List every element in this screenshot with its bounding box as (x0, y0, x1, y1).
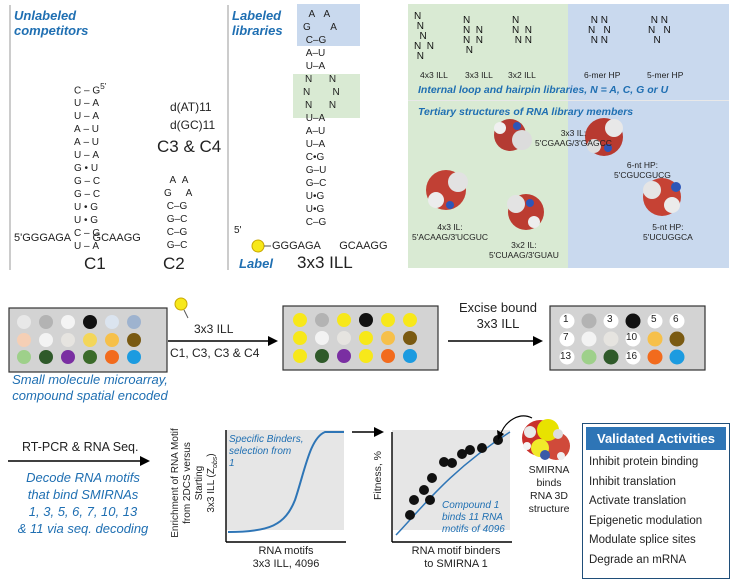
validated-activities-box: Validated Activities Inhibit protein bin… (582, 423, 730, 579)
lib-6mer: 6-mer HP (584, 70, 621, 80)
hit-1: 1 (563, 314, 569, 325)
activity-item: Degrade an mRNA (589, 553, 687, 566)
c1-label: C1 (84, 254, 106, 273)
plot2-xlabel: RNA motif binders to SMIRNA 1 (411, 545, 501, 570)
activity-item: Inhibit translation (589, 475, 676, 488)
microarray-left (8, 307, 168, 373)
validated-activities-title: Validated Activities (586, 427, 726, 450)
hit-5: 5 (651, 314, 657, 325)
lib-3x3: 3x3 ILL (465, 70, 493, 80)
rtpcr-label: RT-PCR & RNA Seq. (22, 440, 139, 454)
library-note: Internal loop and hairpin libraries, N =… (418, 84, 669, 96)
tertiary-structures (426, 118, 681, 230)
activity-item: Inhibit protein binding (589, 456, 699, 468)
compound-note: Compound 1 binds 11 RNA motifs of 4096 (442, 500, 505, 535)
c2-label: C2 (163, 254, 185, 273)
unlabeled-competitors-title: Unlabeled competitors (14, 8, 89, 38)
struct-4x3: 4x3 IL: 5'ACAAG/3'UCGUC (412, 222, 488, 242)
activity-item: Modulate splice sites (589, 534, 696, 546)
probe-label: 3x3 ILL (194, 322, 234, 336)
activity-item: Epigenetic modulation (589, 514, 703, 527)
activity-item: Activate translation (589, 495, 687, 507)
hit-7: 7 (563, 332, 569, 343)
specific-binders-note: Specific Binders, selection from 1 (229, 434, 304, 469)
hit-6: 6 (673, 314, 679, 325)
lib-3x2: 3x2 ILL (508, 70, 536, 80)
hit-16: 16 (626, 351, 638, 362)
smirna-molecule (522, 419, 570, 460)
competitor-label: C1, C3, C3 & C4 (170, 346, 260, 360)
ill-stem: A A G A C–G A–U U–A N N N N N N U–A A–U … (303, 9, 340, 228)
hit-13: 13 (560, 351, 572, 362)
label-tag: Label (239, 256, 273, 271)
ill-tail: GGGAGA GCAAGG (272, 240, 388, 252)
plot1-ylabel: Enrichment of RNA Motif from 2DCS versus… (170, 428, 219, 538)
c1-stem: C – G5' U – A U – A A – U A – U U – A G … (74, 81, 107, 253)
microarray-right (549, 305, 706, 371)
struct-3x3: 3x3 IL: 5'CGAAG/3'GAGCC (535, 128, 612, 148)
c3c4-label: C3 & C4 (157, 137, 222, 156)
c2-stem: A A G A C–G G–C C–G G–C (164, 175, 193, 251)
lib-4x3: 4x3 ILL (420, 70, 448, 80)
ill-label: 3x3 ILL (297, 253, 353, 272)
plot1-xlabel: RNA motifs 3x3 ILL, 4096 (252, 545, 320, 570)
plot2-ylabel: Fitness, % (372, 450, 384, 500)
hit-10: 10 (626, 332, 638, 343)
microarray-middle (282, 305, 439, 371)
labeled-libraries-title: Labeled libraries (232, 8, 283, 38)
tertiary-title: Tertiary structures of RNA library membe… (418, 106, 634, 118)
smirna-caption: SMIRNA binds RNA 3D structure (528, 464, 570, 515)
ill-five-prime: 5' (234, 225, 242, 236)
dna-competitors: d(AT)11 d(GC)11 (170, 100, 216, 132)
c1-tail: 5'GGGAGA GCAAGG (14, 232, 141, 244)
struct-6nt: 6-nt HP: 5'CGUCGUCG (614, 160, 671, 180)
excise-label: Excise bound 3x3 ILL (458, 300, 538, 331)
struct-5nt: 5-nt HP: 5'UCUGGCA (643, 222, 693, 242)
microarray-caption: Small molecule microarray, compound spat… (12, 372, 168, 403)
hit-3: 3 (607, 314, 613, 325)
struct-3x2: 3x2 IL: 5'CUAAG/3'GUAU (489, 240, 559, 260)
lib-5mer: 5-mer HP (647, 70, 684, 80)
decode-caption: Decode RNA motifs that bind SMIRNAs 1, 3… (17, 470, 149, 536)
